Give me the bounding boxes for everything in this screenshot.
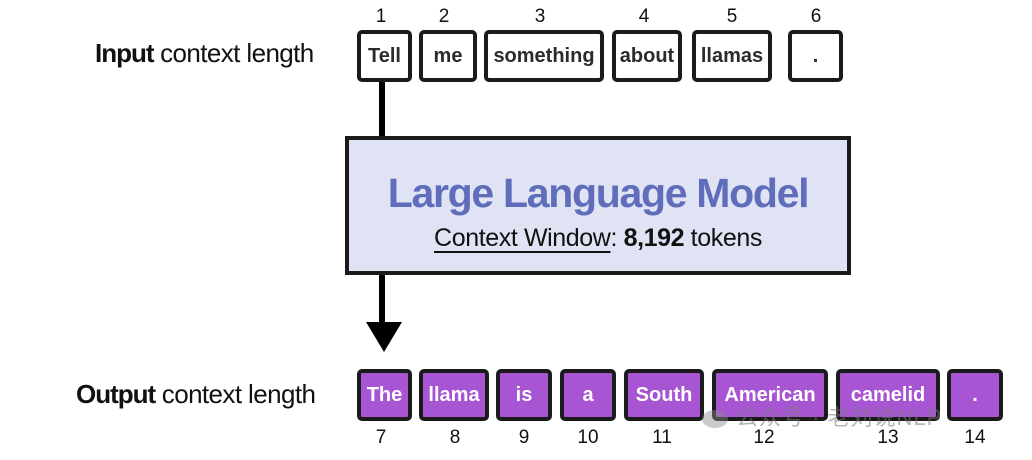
- input-token-number: 5: [726, 6, 738, 27]
- output-token: The: [357, 369, 412, 421]
- input-token-number: 6: [810, 6, 822, 27]
- model-to-output-connector: [379, 274, 385, 324]
- context-window-unit: tokens: [684, 224, 763, 252]
- output-token-number: 13: [877, 427, 899, 448]
- output-token: .: [947, 369, 1003, 421]
- input-token: llamas: [692, 30, 772, 82]
- input-token-number: 4: [638, 6, 650, 27]
- watermark-text: 公众号 · 老刘说NLP: [736, 405, 943, 430]
- output-token-number: 9: [518, 427, 530, 448]
- output-token: American: [712, 369, 828, 421]
- output-token: a: [560, 369, 616, 421]
- output-token-number: 11: [652, 427, 672, 448]
- output-token-number: 8: [449, 427, 461, 448]
- output-token: South: [624, 369, 704, 421]
- output-token: llama: [419, 369, 489, 421]
- input-token: me: [419, 30, 477, 82]
- input-context-length-label: Input context length: [95, 38, 314, 69]
- output-token-number: 10: [577, 427, 599, 448]
- input-token: about: [612, 30, 682, 82]
- output-token-number: 12: [753, 427, 775, 448]
- input-token-number: 3: [534, 6, 546, 27]
- watermark: 公众号 · 老刘说NLP: [702, 400, 942, 432]
- input-token: something: [484, 30, 604, 82]
- output-label-rest: context length: [155, 379, 316, 409]
- llm-box: Large Language Model Context Window: 8,1…: [345, 136, 851, 275]
- context-window-value: 8,192: [623, 224, 685, 252]
- input-token: Tell: [357, 30, 412, 82]
- output-token: is: [496, 369, 552, 421]
- context-window-label: Context Window: [434, 224, 611, 252]
- output-token: camelid: [836, 369, 940, 421]
- output-token-number: 7: [375, 427, 387, 448]
- output-token-number: 14: [964, 427, 986, 448]
- input-to-model-connector: [379, 82, 385, 138]
- arrow-head-icon: [366, 322, 402, 352]
- context-window-line: Context Window: 8,192 tokens: [349, 224, 847, 253]
- output-context-length-label: Output context length: [76, 379, 316, 410]
- input-label-rest: context length: [153, 38, 314, 68]
- input-token-number: 2: [438, 6, 450, 27]
- input-token-number: 1: [375, 6, 387, 27]
- output-label-bold: Output: [76, 379, 156, 409]
- wechat-icon: [702, 410, 728, 429]
- input-token: .: [788, 30, 843, 82]
- input-label-bold: Input: [95, 38, 155, 68]
- context-window-separator: :: [610, 224, 624, 252]
- llm-title: Large Language Model: [387, 170, 810, 216]
